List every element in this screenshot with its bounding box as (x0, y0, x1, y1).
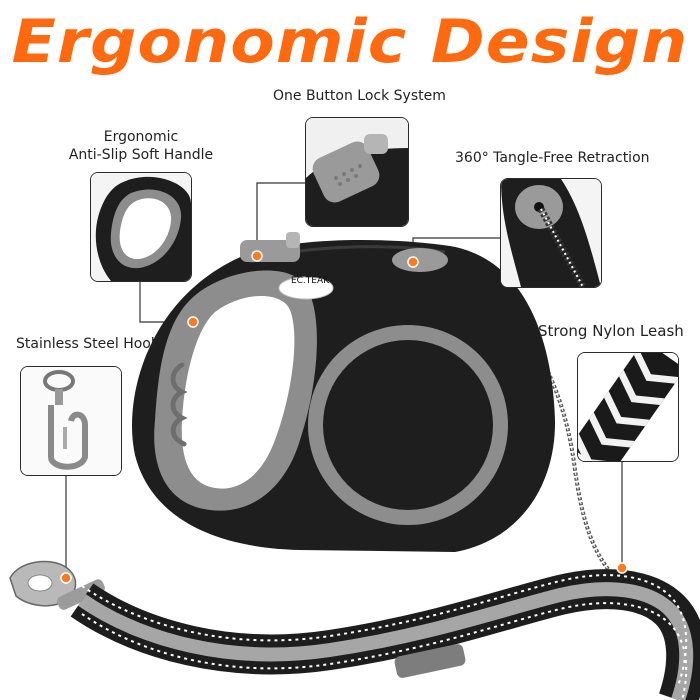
leash-closeup (577, 352, 679, 462)
handle-label: Ergonomic Anti-Slip Soft Handle (56, 128, 226, 164)
lock-closeup (305, 117, 409, 227)
leash-housing (132, 232, 556, 552)
handle-closeup-image (91, 173, 191, 281)
callout-dots (60, 250, 628, 584)
lock-closeup-image (306, 118, 408, 226)
retraction-label: 360° Tangle-Free Retraction (455, 150, 650, 166)
hook-closeup-image (21, 367, 121, 475)
handle-label-line1: Ergonomic (103, 129, 179, 145)
leash-label: Strong Nylon Leash (538, 322, 684, 340)
brand-logo (278, 276, 334, 300)
handle-closeup (90, 172, 192, 282)
retraction-closeup-image (501, 179, 601, 287)
hook-closeup (20, 366, 122, 476)
page-title: Ergonomic Design (11, 7, 689, 77)
brand-logo-text: EC.TEAK (290, 276, 330, 286)
hook-label: Stainless Steel Hook (16, 336, 159, 352)
flat-strap (70, 569, 700, 700)
retraction-closeup (500, 178, 602, 288)
handle-label-line2: Anti-Slip Soft Handle (68, 147, 214, 163)
leash-closeup-image (578, 353, 678, 461)
lock-label: One Button Lock System (273, 88, 446, 104)
